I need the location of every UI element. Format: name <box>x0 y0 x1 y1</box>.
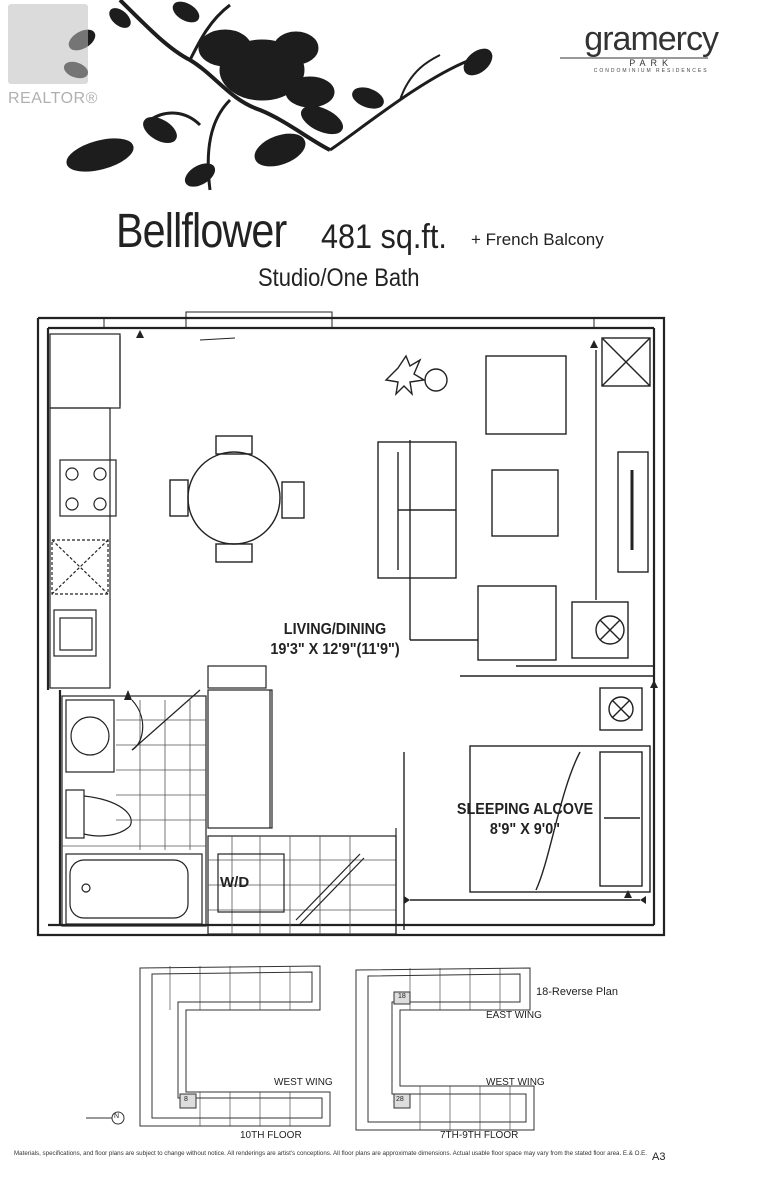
realtor-label: REALTOR® <box>8 90 98 107</box>
living-dims: 19'3" X 12'9"(11'9") <box>270 641 400 658</box>
right-west-wing-label: WEST WING <box>486 1077 545 1088</box>
windows <box>103 311 595 341</box>
brand-logo: gramercy PARK CONDOMINIUM RESIDENCES <box>584 20 719 74</box>
alcove-name: SLEEPING ALCOVE <box>456 801 594 818</box>
left-floor-label: 10TH FLOOR <box>240 1130 302 1141</box>
closet-laundry <box>207 665 397 935</box>
disclaimer: Materials, specifications, and floor pla… <box>14 1150 647 1157</box>
plan-area: 481 sq.ft. <box>321 218 447 256</box>
right-floor-label: 7TH-9TH FLOOR <box>440 1130 519 1141</box>
alcove-dims: 8'9" X 9'0" <box>489 821 561 838</box>
plan-name: Bellflower <box>116 205 287 258</box>
plan-title: Bellflower 481 sq.ft. + French Balcony <box>116 204 604 259</box>
arrow-markers <box>124 330 658 904</box>
left-unit-number: 8 <box>184 1096 188 1103</box>
sleeping-alcove-furniture <box>403 687 651 930</box>
right-unit-top: 18 <box>398 993 406 1000</box>
key-plan-right <box>355 967 535 1131</box>
living-furniture <box>377 337 654 677</box>
key-plan-left <box>86 965 331 1127</box>
brand-name: gramercy <box>584 20 719 58</box>
washer-dryer-label: W/D <box>220 874 250 891</box>
kitchen <box>49 333 121 689</box>
right-unit-bottom: 28 <box>396 1096 404 1103</box>
living-name: LIVING/DINING <box>283 621 387 638</box>
sleeping-alcove-label: SLEEPING ALCOVE 8'9" X 9'0" <box>449 800 602 840</box>
realtor-watermark: REALTOR® <box>4 2 98 112</box>
bathroom <box>61 689 207 927</box>
reverse-plan-note: 18-Reverse Plan <box>536 986 618 998</box>
brand-line3: CONDOMINIUM RESIDENCES <box>593 68 709 74</box>
realtor-logo-icon <box>8 4 88 84</box>
left-wing-label: WEST WING <box>274 1077 333 1088</box>
floral-ornament <box>63 0 493 191</box>
right-east-wing-label: EAST WING <box>486 1010 542 1021</box>
compass-icon: N <box>114 1113 120 1120</box>
page-code: A3 <box>652 1151 666 1163</box>
plan-extra: + French Balcony <box>471 230 604 249</box>
dining-set <box>169 435 305 563</box>
plan-type: Studio/One Bath <box>258 264 420 292</box>
brand-line2: PARK <box>629 58 674 68</box>
living-dining-label: LIVING/DINING 19'3" X 12'9"(11'9") <box>250 620 421 660</box>
